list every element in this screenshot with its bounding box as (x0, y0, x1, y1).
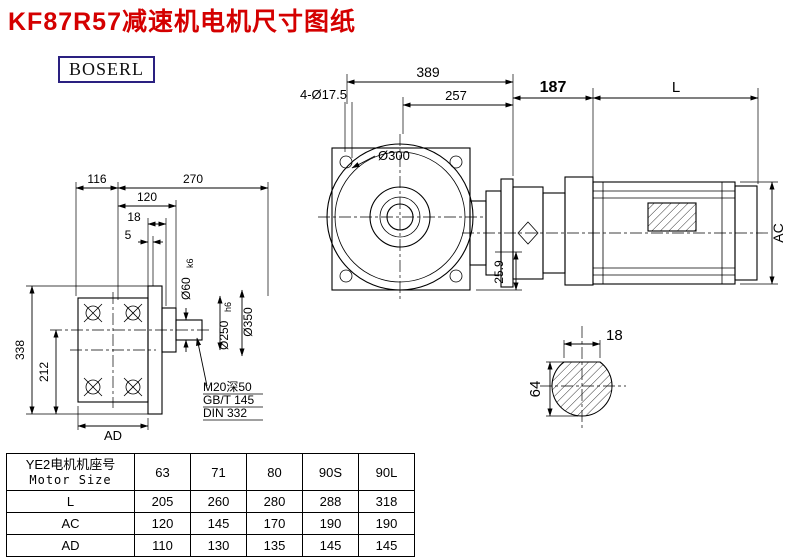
dim-key-width: 18 (606, 327, 623, 344)
dim-L: L (672, 79, 680, 96)
table-col-90s: 90S (302, 453, 359, 491)
table-cell: 145 (302, 534, 359, 557)
table-cell: 120 (134, 512, 191, 535)
leader-line (196, 337, 208, 387)
table-col-71: 71 (190, 453, 247, 491)
dim-flange-diameter: Ø300 (378, 148, 410, 163)
row-label-L: L (6, 490, 135, 513)
dim-64: 64 (527, 381, 544, 398)
corner-bolt-hole (339, 155, 353, 169)
table-cell: 190 (358, 512, 415, 535)
table-cell: 318 (358, 490, 415, 513)
row-label-AD: AD (6, 534, 135, 557)
leader-line (351, 155, 376, 169)
table-row-L: L 205 260 280 288 318 (6, 490, 415, 513)
motor-size-table: YE2电机机座号 Motor Size 63 71 80 90S 90L L 2… (6, 453, 415, 557)
table-header-row: YE2电机机座号 Motor Size 63 71 80 90S 90L (6, 453, 415, 491)
boserl-logo: BOSERL (58, 56, 156, 83)
dim-bolt-holes: 4-Ø17.5 (300, 87, 347, 102)
table-header-motor-size: YE2电机机座号 Motor Size (6, 453, 135, 491)
table-cell: 145 (358, 534, 415, 557)
table-cell: 205 (134, 490, 191, 513)
header-en: Motor Size (29, 472, 112, 487)
table-cell: 190 (302, 512, 359, 535)
gearbox-front-view: Ø300 (318, 134, 484, 302)
shaft-cross-section: 18 64 (527, 326, 626, 430)
dim-116: 116 (87, 172, 106, 186)
dim-338: 338 (13, 340, 27, 360)
coupling-diamond (517, 221, 539, 245)
adapter-coupling: 25.9 (469, 176, 594, 291)
dim-257: 257 (445, 88, 467, 103)
table-cell: 145 (190, 512, 247, 535)
dim-AD: AD (104, 428, 122, 443)
dim-shaft-diameter: Ø60 (179, 277, 193, 300)
table-col-90l: 90L (358, 453, 415, 491)
table-cell: 280 (246, 490, 303, 513)
terminal-box-section (647, 202, 697, 232)
corner-bolt-hole (449, 269, 463, 283)
corner-bolt-hole (449, 155, 463, 169)
dim-AC: AC (770, 223, 786, 242)
gearbox-housing (331, 147, 471, 291)
dim-120: 120 (137, 190, 157, 204)
table-cell: 170 (246, 512, 303, 535)
dim-flange-od: Ø350 (241, 307, 255, 337)
dim-spigot-diameter: Ø250 (217, 320, 231, 350)
table-cell: 288 (302, 490, 359, 513)
note-gbt: GB/T 145 (203, 393, 254, 407)
table-cell: 260 (190, 490, 247, 513)
motor-side-view: AC (462, 181, 786, 285)
table-col-80: 80 (246, 453, 303, 491)
table-row-AD: AD 110 130 135 145 145 (6, 534, 415, 557)
cover-bolts (83, 303, 143, 397)
note-tap: M20深50 (203, 380, 252, 394)
dim-5: 5 (125, 228, 132, 242)
dim-25-9: 25.9 (492, 260, 506, 284)
dim-212: 212 (37, 362, 51, 382)
table-cell: 130 (190, 534, 247, 557)
corner-bolt-hole (339, 269, 353, 283)
page-title: KF87R57减速机电机尺寸图纸 (8, 8, 356, 36)
table-cell: 110 (134, 534, 191, 557)
dim-270: 270 (183, 172, 203, 186)
motor-flange (564, 176, 594, 286)
hub-circle (369, 186, 431, 248)
dim-spigot-tolerance: h6 (223, 302, 233, 312)
row-label-AC: AC (6, 512, 135, 535)
dim-18-left: 18 (127, 210, 141, 224)
table-cell: 135 (246, 534, 303, 557)
top-dimensions: 389 257 4-Ø17.5 187 L (300, 64, 759, 184)
dim-187: 187 (540, 79, 567, 96)
table-row-AC: AC 120 145 170 190 190 (6, 512, 415, 535)
dim-389: 389 (416, 64, 440, 80)
header-cn: YE2电机机座号 (25, 456, 116, 472)
table-col-63: 63 (134, 453, 191, 491)
output-side-view: 116 270 120 18 5 Ø60 k6 Ø250 h6 Ø350 338… (13, 172, 269, 443)
dim-shaft-tolerance: k6 (185, 258, 195, 268)
note-din: DIN 332 (203, 406, 247, 420)
